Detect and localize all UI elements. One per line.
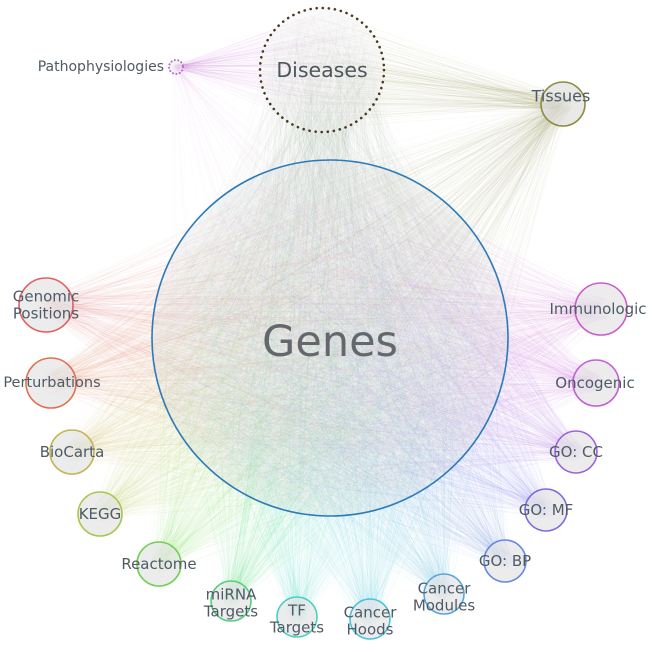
tf-targets-circle[interactable] (276, 596, 318, 638)
genomic-positions-label: Positions (13, 305, 79, 323)
cancer-hoods-circle[interactable] (349, 598, 391, 640)
go-cc-circle[interactable] (554, 430, 598, 474)
node-tissues: Tissues (531, 81, 591, 127)
node-go-bp: GO: BP (479, 539, 531, 583)
pathophysiologies-label: Pathophysiologies (38, 59, 164, 75)
biocarta-label: BioCarta (40, 443, 105, 461)
cancer-modules-label: Modules (413, 597, 476, 615)
node-genes: Genes (151, 159, 509, 517)
tissues-label: Tissues (531, 87, 591, 106)
cancer-hoods-label: Hoods (347, 621, 394, 639)
node-go-mf: GO: MF (519, 488, 574, 532)
cancer-modules-circle[interactable] (423, 573, 465, 615)
go-cc-label: GO: CC (549, 443, 603, 461)
kegg-label: KEGG (79, 505, 122, 523)
genes-label: Genes (262, 317, 398, 367)
go-bp-circle[interactable] (483, 539, 527, 583)
biocarta-circle[interactable] (49, 429, 95, 475)
perturbations-label: Perturbations (3, 375, 100, 391)
cancer-modules-label: Cancer (418, 579, 472, 597)
node-kegg: KEGG (77, 491, 123, 537)
mirna-targets-label: Targets (203, 603, 258, 621)
node-reactome: Reactome (121, 541, 197, 587)
immunologic-label: Immunologic (549, 300, 646, 318)
go-bp-label: GO: BP (479, 552, 531, 570)
tf-targets-label: Targets (269, 619, 324, 637)
reactome-circle[interactable] (136, 541, 182, 587)
reactome-label: Reactome (121, 555, 196, 573)
mirna-targets-label: miRNA (206, 585, 257, 603)
perturbations-circle[interactable] (25, 357, 77, 409)
go-mf-circle[interactable] (524, 488, 568, 532)
node-pathophysiologies: Pathophysiologies (38, 59, 184, 75)
node-oncogenic: Oncogenic (555, 359, 635, 407)
tissues-circle[interactable] (540, 81, 586, 127)
genes-circle[interactable] (151, 159, 509, 517)
node-immunologic: Immunologic (549, 282, 647, 336)
genomic-positions-label: Genomic (13, 287, 80, 305)
node-diseases: Diseases (258, 6, 386, 134)
node-biocarta: BioCarta (40, 429, 105, 475)
kegg-circle[interactable] (77, 491, 123, 537)
go-mf-label: GO: MF (519, 501, 574, 519)
diseases-label: Diseases (276, 58, 367, 82)
immunologic-circle[interactable] (574, 282, 628, 336)
diseases-circle[interactable] (258, 6, 386, 134)
mirna-targets-circle[interactable] (210, 580, 252, 622)
cancer-hoods-label: Cancer (344, 603, 398, 621)
tf-targets-label: TF (287, 601, 306, 619)
oncogenic-circle[interactable] (572, 359, 620, 407)
pathophysiologies-circle[interactable] (168, 59, 184, 75)
node-go-cc: GO: CC (549, 430, 603, 474)
genomic-positions-circle[interactable] (18, 277, 74, 333)
oncogenic-label: Oncogenic (555, 374, 634, 392)
node-perturbations: Perturbations (3, 357, 101, 409)
